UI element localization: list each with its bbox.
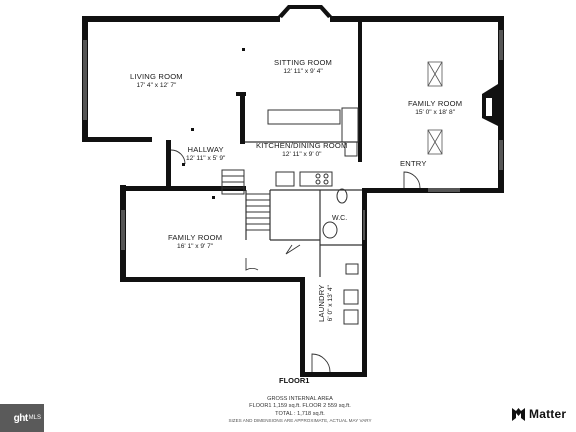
area-summary: GROSS INTERNAL AREA FLOOR1 1,159 sq.ft. … bbox=[200, 396, 400, 424]
family-room-right-label: FAMILY ROOM 15' 0" x 18' 8" bbox=[408, 99, 463, 116]
wc-label: W.C. bbox=[332, 215, 348, 222]
area-floors: FLOOR1 1,159 sq.ft. FLOOR 2 559 sq.ft. bbox=[249, 403, 351, 410]
living-room-label: LIVING ROOM 17' 4" x 12' 7" bbox=[130, 72, 183, 89]
entry-label: ENTRY bbox=[400, 159, 427, 169]
hallway-dims: 12' 11" x 5' 9" bbox=[186, 154, 226, 162]
mls-watermark-suffix: MLS bbox=[28, 415, 41, 421]
family-room-left-dims: 16' 1" x 9' 7" bbox=[177, 242, 214, 250]
family-room-right-name: FAMILY ROOM bbox=[408, 99, 463, 108]
floor-label: FLOOR1 bbox=[279, 376, 310, 385]
kitchen-label: KITCHEN/DINING ROOM 12' 11" x 9' 0" bbox=[256, 141, 348, 158]
mls-watermark: ght MLS bbox=[0, 404, 44, 432]
matterport-brand: Matter bbox=[529, 407, 567, 421]
sitting-room-name: SITTING ROOM bbox=[274, 58, 333, 67]
kitchen-name: KITCHEN/DINING ROOM bbox=[256, 141, 348, 150]
laundry-label: LAUNDRY 6' 0" x 13' 4" bbox=[317, 284, 334, 322]
mls-watermark-fragment: ght bbox=[13, 412, 29, 424]
family-room-left-name: FAMILY ROOM bbox=[168, 233, 223, 242]
laundry-dims: 6' 0" x 13' 4" bbox=[326, 285, 334, 322]
living-room-dims: 17' 4" x 12' 7" bbox=[136, 81, 177, 89]
living-room-name: LIVING ROOM bbox=[130, 72, 183, 81]
kitchen-dims: 12' 11" x 9' 0" bbox=[282, 150, 322, 158]
hallway-name: HALLWAY bbox=[187, 145, 224, 154]
bath-fixtures bbox=[322, 188, 359, 325]
matterport-logo-icon bbox=[512, 407, 525, 421]
kitchen-fixtures bbox=[267, 107, 359, 187]
laundry-name: LAUNDRY bbox=[317, 284, 326, 322]
sitting-room-label: SITTING ROOM 12' 11" x 9' 4" bbox=[274, 58, 333, 75]
interior-walls bbox=[245, 141, 362, 277]
wall-marks bbox=[182, 48, 246, 199]
matterport-watermark: Matter bbox=[512, 407, 566, 421]
windows bbox=[83, 30, 503, 250]
stairs bbox=[221, 169, 271, 231]
sitting-room-dims: 12' 11" x 9' 4" bbox=[283, 67, 323, 75]
entry-name: ENTRY bbox=[400, 159, 427, 168]
skylights bbox=[427, 61, 443, 155]
area-disclaimer: SIZES AND DIMENSIONS ARE APPROXIMATE, AC… bbox=[228, 417, 372, 423]
family-room-left-label: FAMILY ROOM 16' 1" x 9' 7" bbox=[168, 233, 223, 250]
hallway-label: HALLWAY 12' 11" x 5' 9" bbox=[186, 145, 226, 162]
doors bbox=[170, 149, 421, 373]
family-room-right-dims: 15' 0" x 18' 8" bbox=[415, 108, 456, 116]
fireplace-opening bbox=[486, 98, 492, 116]
area-title: GROSS INTERNAL AREA bbox=[267, 396, 333, 402]
area-total: TOTAL : 1,718 sq.ft. bbox=[275, 410, 325, 417]
